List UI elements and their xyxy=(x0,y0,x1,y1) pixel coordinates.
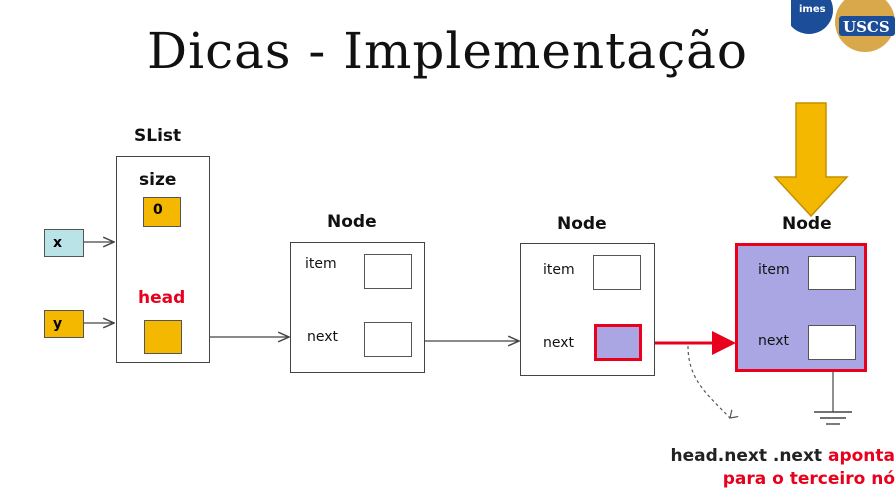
annotation-line2: para o terceiro nó xyxy=(722,469,895,489)
node2-item-label: item xyxy=(543,262,575,278)
annotation-part2: aponta xyxy=(827,446,895,466)
variable-y: y xyxy=(44,310,84,338)
node1-next-slot xyxy=(364,322,412,357)
node1-label: Node xyxy=(327,212,377,232)
slist-size-label: size xyxy=(139,170,177,190)
variable-x: x xyxy=(44,229,84,257)
node3-item-label: item xyxy=(758,262,790,278)
annotation-part1: head.next .next xyxy=(670,446,828,466)
slist-head-label: head xyxy=(138,288,186,308)
node2-item-slot xyxy=(593,255,641,290)
pointer-down-arrow-icon xyxy=(773,102,849,218)
logo: imes USCS xyxy=(785,0,895,52)
node1-item-label: item xyxy=(305,256,337,272)
node3-item-slot xyxy=(808,256,856,290)
node1-next-label: next xyxy=(307,329,339,345)
node2-next-slot-highlight xyxy=(594,324,642,361)
node2-label: Node xyxy=(557,214,607,234)
node3-label: Node xyxy=(782,214,832,234)
slist-head-slot xyxy=(144,320,182,354)
node1-item-slot xyxy=(364,254,412,289)
slist-label: SList xyxy=(134,126,182,146)
slist-size-value: 0 xyxy=(143,197,181,227)
node3-next-slot xyxy=(808,325,856,360)
node2-next-label: next xyxy=(543,335,575,351)
logo-right-text: USCS xyxy=(843,18,890,36)
annotation-pointer xyxy=(687,345,730,418)
logo-left-text: imes xyxy=(799,4,826,15)
slide-title: Dicas - Implementação xyxy=(146,22,748,80)
node3-next-label: next xyxy=(758,333,790,349)
annotation: head.next .next aponta para o terceiro n… xyxy=(650,445,895,491)
